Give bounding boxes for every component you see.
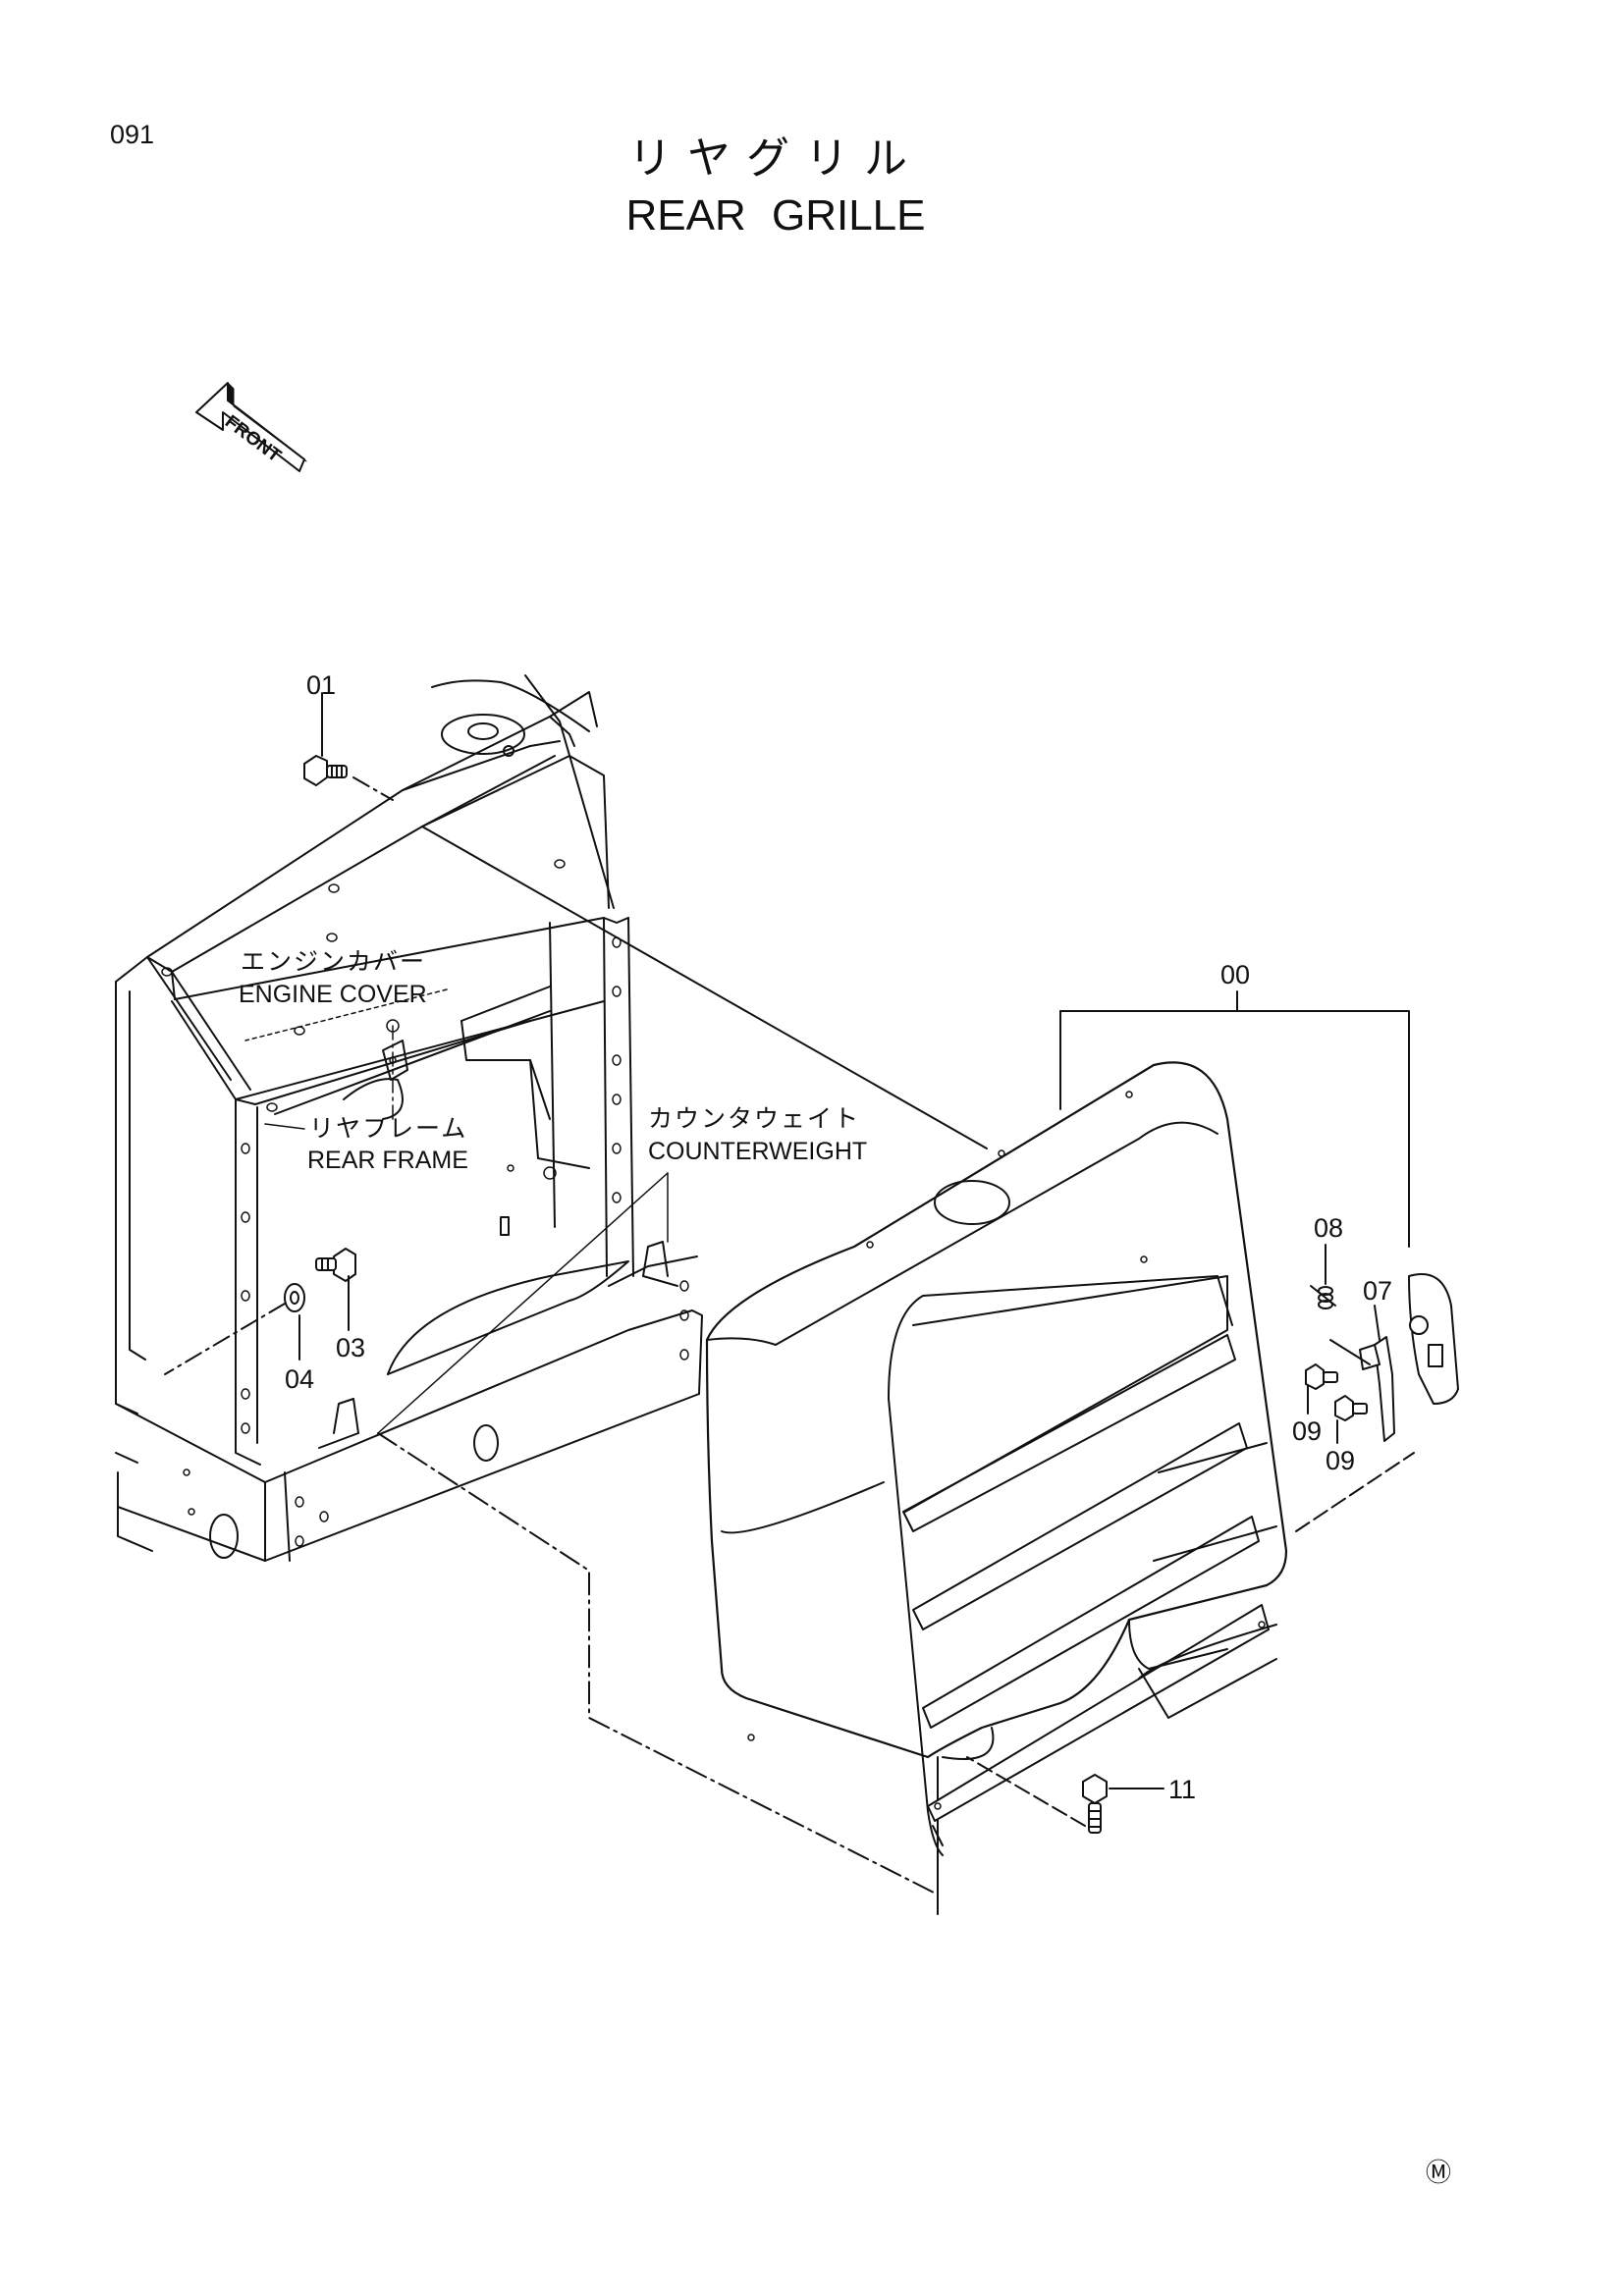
bracket-00 [1059,1010,1410,1248]
callout-11: 11 [1168,1775,1197,1804]
engine-cover-label-japanese: エンジンカバー [241,947,427,976]
latch-plate [1408,1273,1459,1405]
rear-grille [705,1061,1288,1856]
callout-08: 08 [1314,1213,1344,1243]
callout-00: 00 [1220,960,1251,989]
callout-09a: 09 [1292,1416,1323,1446]
counterweight-label: COUNTERWEIGHT [648,1138,868,1165]
engine-cover-assembly [115,674,703,1562]
assembly-line-bottom [377,1432,939,1896]
page-title-japanese: リヤグリル [628,133,923,184]
page-title: REAR GRILLE [625,191,926,240]
spring-08-icon [1310,1285,1336,1309]
engine-cover-label: ENGINE COVER [239,981,427,1008]
leader-07 [1374,1305,1380,1341]
leader-04-axis [164,1303,286,1375]
bolt-01-icon [303,755,348,786]
callout-03: 03 [336,1333,366,1362]
callout-01: 01 [306,670,337,700]
bolt-09b-icon [1334,1395,1368,1421]
bolt-09a-icon [1305,1363,1338,1390]
latch-axis [1295,1452,1415,1532]
rear-frame-label-japanese: リヤフレーム [309,1114,468,1143]
leader-counterweight-a [377,1172,669,1434]
page-number: 091 [110,120,155,149]
leader-rear-frame [264,1123,305,1130]
washer-04-icon [284,1283,305,1312]
front-direction-arrow-icon: FRONT [195,382,307,472]
counterweight-label-japanese: カウンタウェイト [648,1104,861,1133]
leader-11-axis [966,1756,1086,1827]
leader-engine-cover [244,988,448,1041]
callout-09b: 09 [1326,1446,1356,1475]
bolt-11-icon [1082,1774,1108,1834]
latch-bracket-07-icon [1329,1336,1395,1442]
assembly-line-01 [421,826,988,1149]
leader-01-axis [352,776,394,801]
bolt-03-icon [315,1248,356,1282]
callout-07: 07 [1363,1276,1393,1306]
callout-04: 04 [285,1364,315,1394]
rear-frame-label: REAR FRAME [307,1147,468,1174]
footer-mark: Ⓜ [1426,2158,1452,2187]
